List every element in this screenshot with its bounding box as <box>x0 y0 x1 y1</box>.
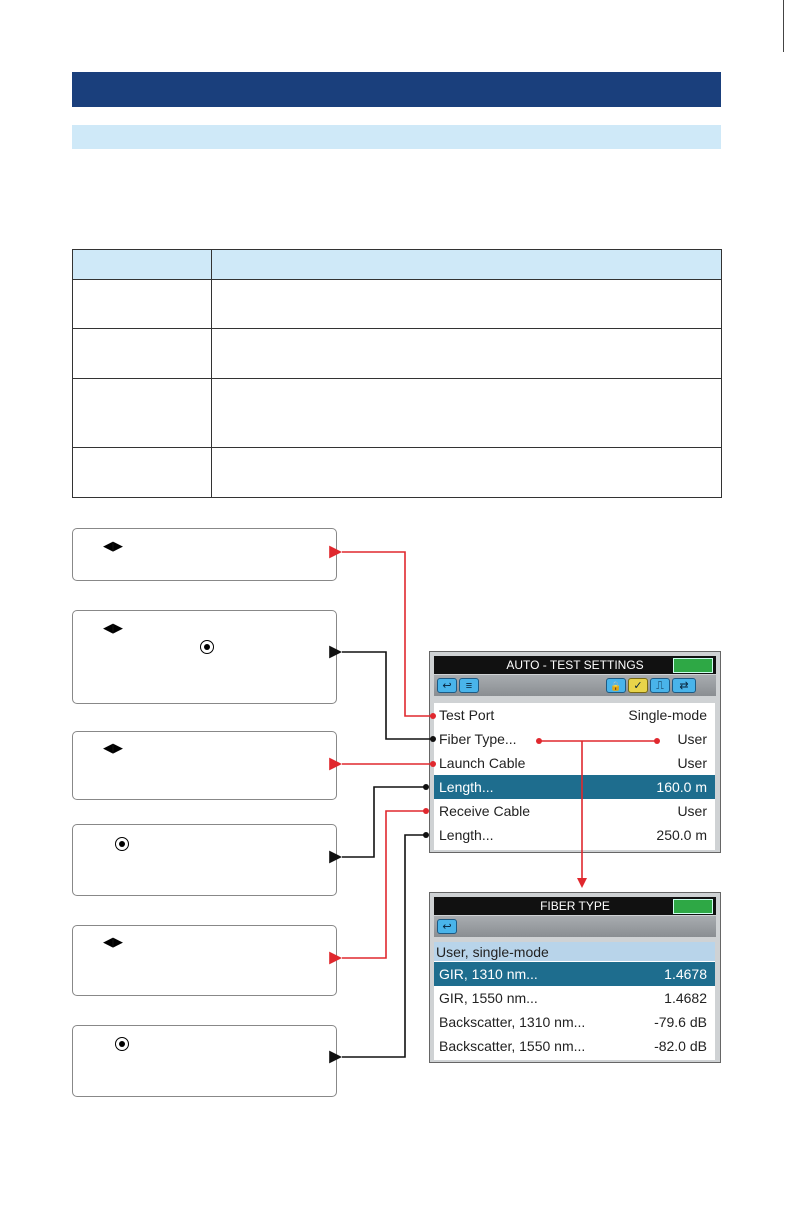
item-value: 1.4678 <box>664 966 707 982</box>
table-cell <box>72 447 212 498</box>
page-margin-line <box>783 0 784 52</box>
list-item[interactable]: Launch Cable User <box>434 751 715 775</box>
settings-table <box>72 249 722 498</box>
select-button-icon <box>115 1037 129 1051</box>
fiber-type-screen: FIBER TYPE ↩ User, single-mode GIR, 1310… <box>429 892 721 1063</box>
check-icon: ✓ <box>633 680 643 692</box>
callout-receive-cable: ◀▶ <box>72 925 337 996</box>
back-button[interactable]: ↩ <box>437 678 457 693</box>
item-value: -82.0 dB <box>654 1038 707 1054</box>
list-item[interactable]: Backscatter, 1310 nm... -79.6 dB <box>434 1010 715 1034</box>
item-label: GIR, 1310 nm... <box>439 966 538 982</box>
screen-title-bar: FIBER TYPE <box>434 897 716 915</box>
group-header-label: User, single-mode <box>436 944 549 960</box>
swap-icon: ⇄ <box>679 680 689 692</box>
item-label: Receive Cable <box>439 803 531 819</box>
list-item[interactable]: Receive Cable User <box>434 799 715 823</box>
table-cell <box>211 328 722 379</box>
callout-launch-cable: ◀▶ <box>72 731 337 800</box>
item-value: -79.6 dB <box>654 1014 707 1030</box>
table-cell <box>211 447 722 498</box>
left-right-arrows-icon: ◀▶ <box>103 934 123 949</box>
item-label: Backscatter, 1550 nm... <box>439 1038 586 1054</box>
connector-dot <box>423 784 429 790</box>
item-value: User <box>677 731 707 747</box>
callout-launch-length <box>72 824 337 896</box>
select-button-icon <box>200 640 214 654</box>
item-label: Launch Cable <box>439 755 526 771</box>
screen-title: FIBER TYPE <box>540 899 610 913</box>
screen-toolbar: ↩ ≡ 🔒 ✓ ⎍ ⇄ <box>434 675 716 696</box>
select-button-icon <box>115 837 129 851</box>
connector-dot <box>536 738 542 744</box>
table-row <box>72 378 722 448</box>
connector-dot <box>430 713 436 719</box>
item-label: GIR, 1550 nm... <box>439 990 538 1006</box>
group-header: User, single-mode <box>434 942 715 961</box>
item-label: Test Port <box>439 707 495 723</box>
screen-toolbar: ↩ <box>434 916 716 937</box>
fiber-settings-list: User, single-mode GIR, 1310 nm... 1.4678… <box>434 942 715 1060</box>
lock-icon: 🔒 <box>610 681 622 691</box>
item-label: Length... <box>439 827 494 843</box>
section-title-bar <box>72 72 721 107</box>
back-icon: ↩ <box>442 921 452 933</box>
item-value: Single-mode <box>628 707 707 723</box>
menu-icon: ≡ <box>465 680 473 692</box>
status-indicator <box>673 658 713 673</box>
list-item[interactable]: Backscatter, 1550 nm... -82.0 dB <box>434 1034 715 1058</box>
connector-dot <box>423 832 429 838</box>
list-item[interactable]: GIR, 1550 nm... 1.4682 <box>434 986 715 1010</box>
callout-fiber-type: ◀▶ <box>72 610 337 704</box>
list-item-selected[interactable]: GIR, 1310 nm... 1.4678 <box>434 962 715 986</box>
connector-dot <box>430 736 436 742</box>
back-icon: ↩ <box>442 680 452 692</box>
callout-test-port: ◀▶ <box>72 528 337 581</box>
item-label: Backscatter, 1310 nm... <box>439 1014 586 1030</box>
status-indicator <box>673 899 713 914</box>
list-item-selected[interactable]: Length... 160.0 m <box>434 775 715 799</box>
settings-tab[interactable]: ✓ <box>628 678 648 693</box>
left-right-arrows-icon: ◀▶ <box>103 740 123 755</box>
left-right-arrows-icon: ◀▶ <box>103 620 123 635</box>
pulse-icon: ⎍ <box>656 680 664 692</box>
trace-tab[interactable]: ⎍ <box>650 678 670 693</box>
connector-dot <box>654 738 660 744</box>
table-cell <box>211 378 722 448</box>
subsection-title-bar <box>72 125 721 149</box>
item-value: 1.4682 <box>664 990 707 1006</box>
connector-dot <box>430 761 436 767</box>
item-value: 160.0 m <box>656 779 707 795</box>
connector-arrowhead <box>577 878 587 888</box>
item-value: 250.0 m <box>656 827 707 843</box>
connector-receive-length <box>329 834 426 1064</box>
callout-receive-length <box>72 1025 337 1097</box>
table-row <box>72 328 722 379</box>
left-right-arrows-icon: ◀▶ <box>103 538 123 553</box>
table-row <box>72 447 722 498</box>
connector-fiber-type <box>329 645 433 740</box>
item-label: Length... <box>439 779 494 795</box>
menu-button[interactable]: ≡ <box>459 678 479 693</box>
item-value: User <box>677 803 707 819</box>
auto-test-settings-screen: AUTO - TEST SETTINGS ↩ ≡ 🔒 ✓ ⎍ ⇄ Test Po… <box>429 651 721 853</box>
list-item[interactable]: Fiber Type... User <box>434 727 715 751</box>
item-value: User <box>677 755 707 771</box>
connector-receive-cable <box>329 810 426 965</box>
item-label: Fiber Type... <box>439 731 517 747</box>
lock-tab[interactable]: 🔒 <box>606 678 626 693</box>
list-item[interactable]: Length... 250.0 m <box>434 823 715 847</box>
screen-title: AUTO - TEST SETTINGS <box>506 658 644 672</box>
connector-test-port <box>329 545 433 717</box>
back-button[interactable]: ↩ <box>437 919 457 934</box>
settings-list: Test Port Single-mode Fiber Type... User… <box>434 703 715 850</box>
connector-dot <box>423 808 429 814</box>
connector-launch-length <box>329 786 426 864</box>
screen-title-bar: AUTO - TEST SETTINGS <box>434 656 716 674</box>
compare-tab[interactable]: ⇄ <box>672 678 696 693</box>
list-item[interactable]: Test Port Single-mode <box>434 703 715 727</box>
